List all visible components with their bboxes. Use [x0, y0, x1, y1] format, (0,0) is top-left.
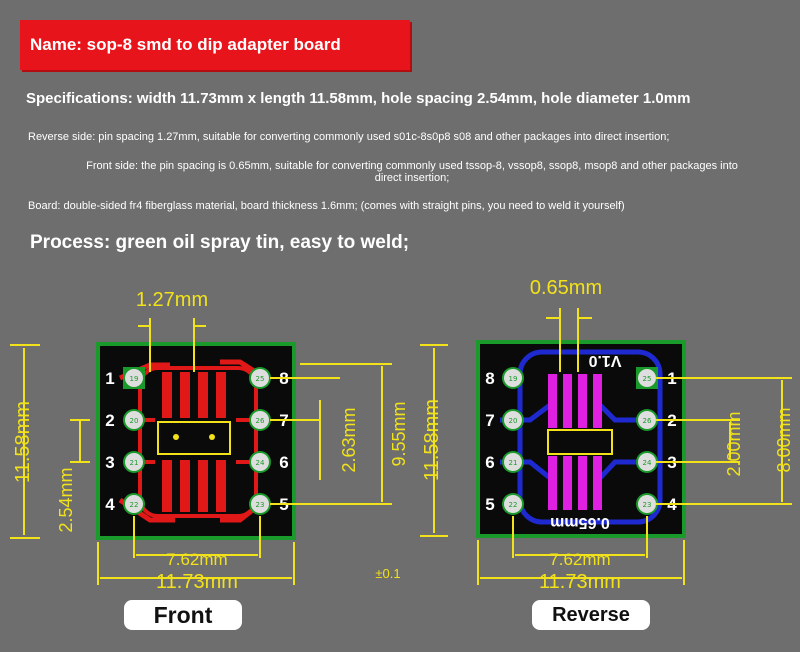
- front-pin-6: 6: [279, 453, 288, 472]
- reverse-dimension-lines: [420, 308, 792, 585]
- reverse-version-label: V1.0: [588, 352, 621, 369]
- front-chip-outline: [157, 421, 231, 455]
- reverse-pad-right-2: 26: [643, 417, 652, 425]
- front-label-text: Front: [153, 601, 213, 628]
- reverse-pin-8: 8: [485, 369, 494, 388]
- front-label: Front: [124, 600, 242, 630]
- reverse-silk-0-65mm: 0.65mm: [550, 514, 610, 531]
- reverse-pad-right-1: 25: [643, 375, 652, 383]
- spec-front-line1: Front side: the pin spacing is 0.65mm, s…: [86, 160, 738, 172]
- reverse-pin-6: 6: [485, 453, 494, 472]
- spec-process: Process: green oil spray tin, easy to we…: [30, 232, 410, 253]
- front-pad-right-4: 23: [256, 501, 265, 509]
- front-board: 19 20 21 22 25 26 24 23 1 2 3 4 8 7 6: [10, 289, 409, 593]
- front-pad-left-2: 20: [130, 417, 139, 425]
- front-dim-7-62mm: 7.62mm: [166, 550, 227, 569]
- front-dimension-labels: 1.27mm 11.58mm 2.54mm 2.63mm 9.55mm 7.62…: [12, 289, 409, 593]
- reverse-dim-0-65mm: 0.65mm: [530, 277, 602, 299]
- reverse-pads-magenta: [548, 374, 602, 510]
- reverse-dim-2-00mm: 2.00mm: [724, 411, 744, 476]
- reverse-copper: [500, 349, 663, 525]
- front-pin-4: 4: [105, 495, 115, 514]
- front-pin1-dot: [173, 434, 179, 440]
- front-pin-2: 2: [105, 411, 114, 430]
- reverse-dimension-labels: 0.65mm 11.58mm 2.00mm 8.00mm 7.62mm 11.7…: [421, 277, 794, 593]
- front-pad-right-2: 26: [256, 417, 265, 425]
- product-name-banner: Name: sop-8 smd to dip adapter board: [20, 20, 410, 70]
- front-pad-right-1: 25: [256, 375, 265, 383]
- front-dim-2-63mm: 2.63mm: [339, 407, 359, 472]
- front-pad-right-3: 24: [256, 459, 265, 467]
- front-dimension-lines: [10, 318, 392, 585]
- reverse-pad-right-4: 23: [643, 501, 652, 509]
- front-pads-right: 25 26 24 23: [249, 367, 271, 515]
- front-pad-left-4: 22: [130, 501, 139, 509]
- spec-board: Board: double-sided fr4 fiberglass mater…: [28, 200, 625, 212]
- reverse-dim-8-00mm: 8.00mm: [774, 407, 794, 472]
- reverse-dim-11-73mm: 11.73mm: [539, 571, 621, 593]
- front-pads-left: 19 20 21 22: [123, 367, 145, 515]
- reverse-pad-left-4: 22: [509, 501, 518, 509]
- reverse-pin-5: 5: [485, 495, 494, 514]
- reverse-chip-outline: [547, 429, 613, 455]
- front-dim-9-55mm: 9.55mm: [389, 401, 409, 466]
- tolerance-label: ±0.1: [375, 566, 400, 581]
- spec-reverse-side: Reverse side: pin spacing 1.27mm, suitab…: [28, 131, 670, 143]
- front-dim-2-54mm: 2.54mm: [56, 467, 76, 532]
- spec-dimensions: Specifications: width 11.73mm x length 1…: [26, 90, 691, 107]
- reverse-pad-right-3: 24: [643, 459, 652, 467]
- front-dim-1-27mm: 1.27mm: [136, 289, 208, 311]
- reverse-pad-left-1: 19: [509, 375, 518, 383]
- reverse-label-text: Reverse: [552, 603, 630, 626]
- front-dim-11-73mm: 11.73mm: [156, 571, 238, 593]
- reverse-pin-7: 7: [485, 411, 494, 430]
- pcb-diagrams: 19 20 21 22 25 26 24 23 1 2 3 4 8 7 6: [10, 277, 794, 593]
- product-name: Name: sop-8 smd to dip adapter board: [30, 35, 341, 54]
- spec-front-side: Front side: the pin spacing is 0.65mm, s…: [42, 160, 782, 184]
- reverse-pad-left-2: 20: [509, 417, 518, 425]
- reverse-board: V1.0 0.65mm 19 20 21 22 25 26 24 23 8 7: [420, 277, 794, 593]
- reverse-label: Reverse: [532, 600, 650, 630]
- reverse-dim-7-62mm: 7.62mm: [549, 550, 610, 569]
- front-pin-3: 3: [105, 453, 114, 472]
- front-dim-11-58mm: 11.58mm: [12, 401, 34, 483]
- reverse-pads-right: 25 26 24 23: [636, 367, 658, 515]
- front-pad-left-1: 19: [130, 375, 139, 383]
- front-pad-left-3: 21: [130, 459, 139, 467]
- spec-front-line2: direct insertion;: [374, 172, 450, 184]
- reverse-pad-left-3: 21: [509, 459, 518, 467]
- reverse-pads-left: 19 20 21 22: [502, 367, 524, 515]
- front-pin-1: 1: [105, 369, 114, 388]
- reverse-dim-11-58mm: 11.58mm: [421, 399, 443, 481]
